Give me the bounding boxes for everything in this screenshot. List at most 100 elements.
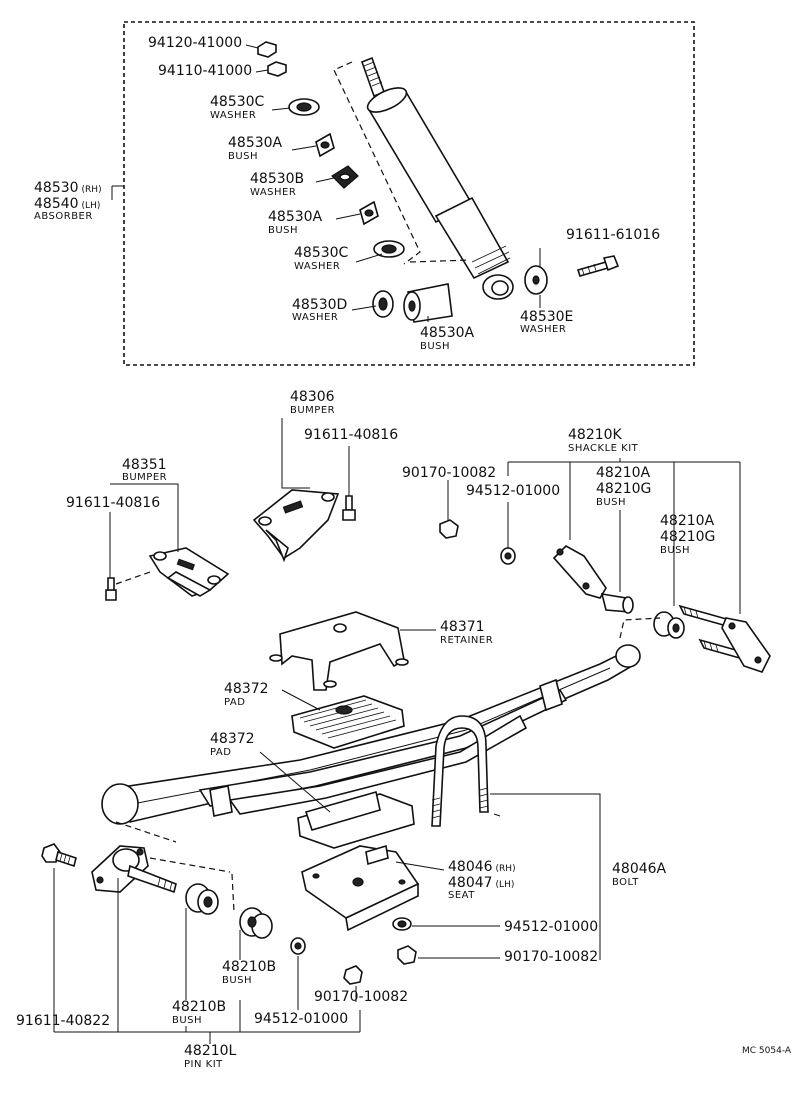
bumper-48306 — [252, 489, 340, 563]
label-washer-48530e: 48530E — [520, 309, 574, 325]
desc-bush-48530a-1: BUSH — [228, 151, 259, 162]
desc-bumper-48306: BUMPER — [290, 405, 336, 416]
shackle-dash — [619, 617, 661, 639]
pin-dash-1 — [115, 821, 177, 843]
label-bush-48210b-2: 48210B — [222, 959, 277, 975]
label-seat-lh: 48047(LH) — [448, 875, 515, 891]
nut-10082-a — [439, 519, 459, 539]
absorber-leaders — [245, 44, 429, 322]
label-bush-48530a-2: 48530A — [268, 209, 323, 225]
desc-washer-48530c-low: WASHER — [294, 261, 341, 272]
label-bush-48210g-2: 48210G — [660, 529, 716, 545]
label-pin-kit-48210l: 48210L — [184, 1043, 237, 1059]
bolt-40822 — [41, 843, 77, 868]
desc-absorber: ABSORBER — [34, 211, 93, 222]
label-nut-90170-10082-b: 90170-10082 — [504, 949, 599, 965]
label-pad-48372-2: 48372 — [210, 731, 255, 747]
pin-dash-2 — [231, 873, 235, 913]
absorber-eye-line — [409, 259, 471, 263]
shackle-kit-leaders — [447, 458, 741, 614]
label-nut-90170-10082-a: 90170-10082 — [402, 465, 497, 481]
pad-2-leader — [259, 751, 331, 813]
label-bush-48210a-2: 48210A — [660, 513, 715, 529]
desc-bush-48210-2: BUSH — [660, 545, 691, 556]
label-washer-48530b: 48530B — [250, 171, 305, 187]
label-seat-rh: 48046(RH) — [448, 859, 516, 875]
spring-pin-plate — [91, 845, 177, 894]
bumper-48351 — [148, 547, 230, 597]
label-bolt-91611-40816-b: 91611-40816 — [66, 495, 161, 511]
absorber-bracket-leader — [111, 185, 124, 200]
bolt-40816-b — [105, 589, 117, 601]
desc-seat: SEAT — [448, 890, 475, 901]
retainer-48371 — [269, 611, 409, 691]
bumper-351-dash — [115, 571, 151, 585]
desc-washer-48530e: WASHER — [520, 324, 567, 335]
pin-kit-leaders — [53, 868, 361, 1044]
pin-dash-3 — [149, 857, 231, 873]
desc-shackle-kit: SHACKLE KIT — [568, 443, 639, 454]
desc-bush-48210-1: BUSH — [596, 497, 627, 508]
label-pad-48372-1: 48372 — [224, 681, 269, 697]
bumper-306-leader — [281, 418, 310, 489]
desc-bush-48530a-2: BUSH — [268, 225, 299, 236]
label-nut-94120: 94120-41000 — [148, 35, 243, 51]
label-bush-48210g-1: 48210G — [596, 481, 652, 497]
label-bush-48210b-1: 48210B — [172, 999, 227, 1015]
desc-bush-48210b-1: BUSH — [172, 1015, 203, 1026]
nut-10082-b — [397, 945, 417, 965]
label-washer-48530c-top: 48530C — [210, 94, 265, 110]
label-u-bolt-48046a: 48046A — [612, 861, 667, 877]
bumper-351-leader — [110, 483, 179, 552]
absorber-hardware — [257, 41, 620, 323]
label-washer-94512-01000-b: 94512-01000 — [504, 919, 599, 935]
absorber-stack-line — [333, 61, 421, 265]
bolt-40816-a — [345, 495, 353, 511]
desc-pin-kit: PIN KIT — [184, 1059, 223, 1070]
label-retainer-48371: 48371 — [440, 619, 485, 635]
pad-1-leader — [281, 689, 321, 711]
label-bolt-91611-40816-a: 91611-40816 — [304, 427, 399, 443]
desc-washer-48530c-top: WASHER — [210, 110, 257, 121]
desc-washer-48530b: WASHER — [250, 187, 297, 198]
label-bumper-48351: 48351 — [122, 457, 167, 473]
desc-retainer: RETAINER — [440, 635, 494, 646]
label-washer-48530c-low: 48530C — [294, 245, 349, 261]
pad-48372-top — [291, 695, 405, 749]
label-washer-94512-01000-a: 94512-01000 — [466, 483, 561, 499]
bush-48210b-2 — [239, 907, 273, 939]
label-shackle-kit: 48210K — [568, 427, 622, 443]
seat-leader — [395, 861, 445, 871]
u-bolt — [431, 715, 489, 827]
label-bush-48210a-1: 48210A — [596, 465, 651, 481]
label-bolt-91611-61016: 91611-61016 — [566, 227, 661, 243]
drawing-code: MC 5054-A — [742, 1046, 792, 1056]
label-washer-94512-01000-c: 94512-01000 — [254, 1011, 349, 1027]
nut-10082-c — [343, 965, 363, 985]
desc-pad-1: PAD — [224, 697, 246, 708]
desc-pad-2: PAD — [210, 747, 232, 758]
shock-absorber — [360, 56, 514, 300]
label-washer-48530d: 48530D — [292, 297, 348, 313]
u-bolt-leader — [490, 793, 601, 960]
label-bolt-91611-40822: 91611-40822 — [16, 1013, 111, 1029]
label-absorber-rh: 48530(RH) — [34, 180, 102, 196]
bush-48210b-1 — [185, 883, 219, 915]
label-bush-48530a-3: 48530A — [420, 325, 475, 341]
desc-u-bolt: BOLT — [612, 877, 639, 888]
label-bumper-48306: 48306 — [290, 389, 335, 405]
label-absorber-lh: 48540(LH) — [34, 196, 101, 212]
desc-bush-48210b-2: BUSH — [222, 975, 253, 986]
pad-48372-lower — [297, 790, 415, 849]
desc-bumper-48351: BUMPER — [122, 472, 168, 483]
label-nut-90170-10082-c: 90170-10082 — [314, 989, 409, 1005]
bush-48210-1 — [600, 593, 634, 614]
label-bush-48530a-1: 48530A — [228, 135, 283, 151]
shackle-plate-inner — [552, 545, 607, 599]
desc-bush-48530a-3: BUSH — [420, 341, 451, 352]
desc-washer-48530d: WASHER — [292, 312, 339, 323]
label-nut-94110: 94110-41000 — [158, 63, 253, 79]
bush-48210-2 — [653, 611, 685, 639]
